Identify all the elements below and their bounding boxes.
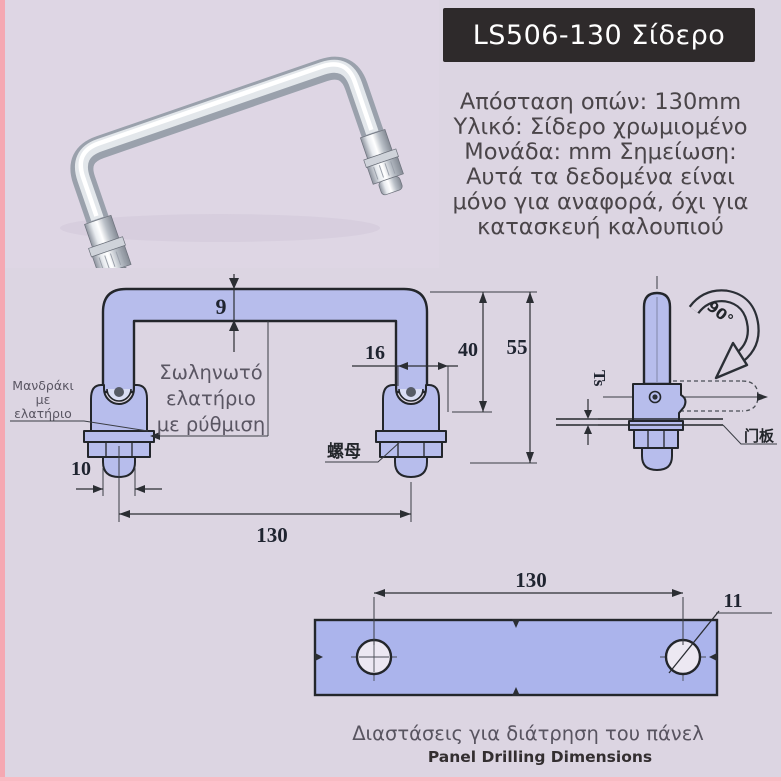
description-line: μόνο για αναφορά, όχι για: [452, 189, 749, 215]
description-line: κατασκευή καλουπιού: [477, 214, 724, 240]
spring-label: Σωληνωτό ελατήριο με ρύθμιση: [150, 321, 269, 440]
description-line: Μονάδα: mm Σημείωση:: [464, 139, 737, 165]
svg-text:ελατήριο: ελατήριο: [14, 406, 72, 421]
svg-text:螺母: 螺母: [327, 442, 361, 462]
handle-photo-art: [60, 56, 404, 288]
knob-spring-label: Μανδράκι με ελατήριο: [10, 378, 149, 432]
description-line: Απόσταση οπών: 130mm: [459, 89, 742, 115]
svg-text:11: 11: [724, 590, 743, 612]
side-nut-stack: [628, 420, 684, 471]
dim-panel-130: 130: [373, 568, 684, 645]
svg-text:με: με: [36, 392, 51, 407]
product-photo: [5, 0, 439, 288]
svg-text:55: 55: [507, 335, 528, 359]
svg-text:10: 10: [71, 458, 91, 480]
dim-stud-10: 10: [71, 458, 162, 496]
svg-text:Μανδράκι: Μανδράκι: [12, 378, 73, 393]
svg-text:门板: 门板: [744, 427, 775, 445]
pink-border-bottom: [0, 777, 781, 781]
photo-shadow: [60, 214, 380, 242]
dim-pivot-height-40: 40: [452, 292, 492, 413]
right-end-fitting: [359, 128, 404, 196]
centerline-ticks: [315, 619, 717, 696]
folded-position-dashed: [673, 380, 759, 412]
right-mount: [375, 384, 447, 478]
model-badge: LS506-130 Σίδερο: [443, 8, 755, 62]
description-line: Αυτά τα δεδομένα είναι: [466, 164, 735, 190]
dim-tube-diameter: 9: [216, 274, 239, 352]
chrome-handle: [70, 56, 404, 288]
model-badge-label: LS506-130 Σίδερο: [472, 19, 726, 51]
svg-text:Ts: Ts: [590, 370, 609, 387]
svg-text:16: 16: [365, 342, 385, 364]
handle-outline: [101, 287, 429, 394]
right-hole: [660, 610, 720, 681]
product-description: Απόσταση οπών: 130mm Υλικό: Σίδερο χρωμι…: [420, 90, 781, 240]
dim-total-height-55: 55: [430, 291, 537, 464]
svg-text:40: 40: [458, 339, 478, 361]
svg-text:με ρύθμιση: με ρύθμιση: [157, 413, 265, 436]
side-view: Ts 90° 门板: [556, 276, 777, 471]
description-line: Υλικό: Σίδερο χρωμιομένο: [453, 114, 748, 140]
side-base: [632, 383, 687, 422]
rotation-arrow: 90°: [688, 289, 760, 380]
caption-greek: Διαστάσεις για διάτρηση του πάνελ: [352, 722, 704, 745]
caption-english: Panel Drilling Dimensions: [428, 748, 652, 766]
panel-label-cn: 门板: [722, 424, 777, 445]
svg-text:130: 130: [256, 523, 288, 547]
svg-text:Σωληνωτό: Σωληνωτό: [159, 361, 262, 384]
svg-text:9: 9: [216, 294, 227, 319]
dim-panel-thickness: Ts: [580, 370, 609, 445]
pink-border-left: [0, 0, 5, 781]
dim-hole-diameter-11: 11: [716, 590, 772, 614]
panel-drilling-view: 130 11: [313, 568, 772, 697]
nut-label-cn: 螺母: [325, 440, 402, 463]
dim-offset-16: 16: [352, 342, 458, 412]
dim-hole-distance-130: 130: [118, 446, 412, 547]
svg-text:ελατήριο: ελατήριο: [166, 387, 256, 410]
front-view: 9 Σωληνωτό ελατήριο με ρύθμιση Μανδράκι …: [10, 274, 537, 547]
svg-text:130: 130: [515, 568, 547, 592]
